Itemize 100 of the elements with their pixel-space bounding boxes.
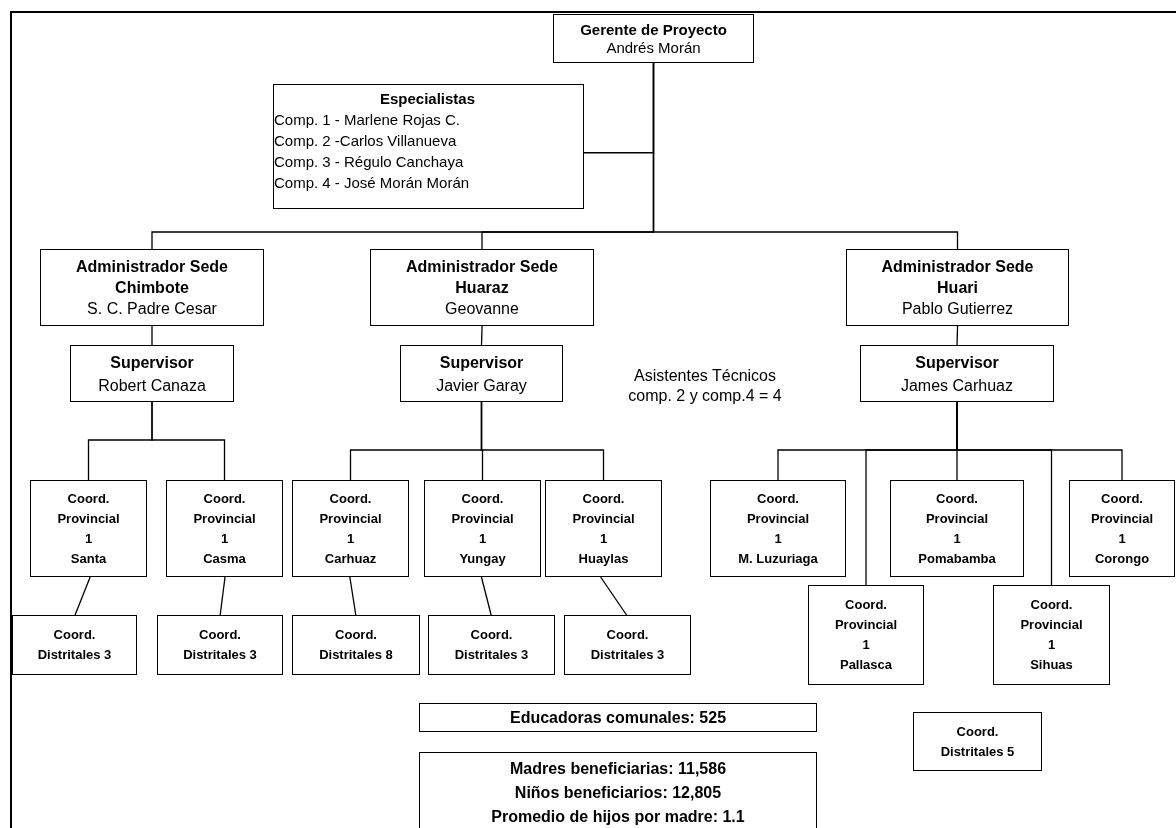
stats-box xyxy=(166,480,283,577)
note-text: Asistentes Técnicos comp. 2 y comp.4 = 4 xyxy=(627,366,783,406)
stats-box xyxy=(292,480,409,577)
box-heading: Administrador Sede Huaraz xyxy=(405,257,559,298)
org-box xyxy=(400,345,563,402)
box-text: Santa xyxy=(70,549,107,568)
box-text: Distritales 3 xyxy=(183,646,257,664)
box-text: Promedio de hijos por madre: 1.1 xyxy=(491,807,745,827)
box-text: Coord. xyxy=(845,596,887,614)
box-text: Coord. xyxy=(606,626,649,644)
org-box xyxy=(846,249,1069,326)
connector-line xyxy=(151,401,226,481)
box-text: Distritales 3 xyxy=(590,646,665,664)
box-text: Corongo xyxy=(1094,549,1150,568)
stats-box xyxy=(12,615,137,675)
stats-box xyxy=(545,480,662,577)
box-text: Provincial xyxy=(193,509,256,528)
stats-box xyxy=(157,615,283,675)
box-heading: Administrador Sede Huari xyxy=(880,257,1035,298)
box-text: Coord. xyxy=(461,489,504,508)
stats-box xyxy=(428,615,555,675)
box-text: Educadoras comunales: 525 xyxy=(509,707,727,728)
box-text: Huaylas xyxy=(578,549,629,568)
box-text: Coord. xyxy=(199,626,241,644)
box-text: Comp. 4 - José Morán Morán xyxy=(274,173,471,193)
box-text: Pomabamba xyxy=(918,549,996,568)
box-text: 1 xyxy=(1047,636,1056,654)
box-heading: Supervisor xyxy=(110,352,194,373)
connector-line xyxy=(652,62,959,250)
stats-box xyxy=(890,480,1024,577)
stats-box xyxy=(1069,480,1175,577)
box-text: 1 xyxy=(862,636,870,654)
stats-box xyxy=(424,480,541,577)
stats-box xyxy=(808,585,924,685)
org-box xyxy=(370,249,594,326)
box-text: Distritales 3 xyxy=(454,646,529,664)
box-heading: Administrador Sede Chimbote xyxy=(75,257,229,298)
box-text: Coord. xyxy=(67,489,110,508)
box-text: M. Luzuriaga xyxy=(738,549,818,568)
box-text: Madres beneficiarias: 11,586 xyxy=(509,759,727,779)
box-text: Niños beneficiarios: 12,805 xyxy=(514,783,722,803)
box-text: Coord. xyxy=(203,489,246,508)
box-text: 1 xyxy=(599,529,608,548)
connector-line xyxy=(956,401,1123,481)
box-heading: Especialistas xyxy=(378,89,477,109)
stats-box xyxy=(419,752,817,828)
box-text: Comp. 2 -Carlos Villanueva xyxy=(274,131,458,151)
box-text: Provincial xyxy=(57,509,120,528)
org-box xyxy=(860,345,1054,402)
box-heading: Gerente de Proyecto xyxy=(580,20,727,39)
stats-box xyxy=(419,703,817,732)
box-text: 1 xyxy=(84,529,93,548)
box-text: Provincial xyxy=(746,509,810,528)
box-text: Pallasca xyxy=(839,656,892,674)
box-text: Comp. 1 - Marlene Rojas C. xyxy=(274,110,461,130)
box-text: Comp. 3 - Régulo Canchaya xyxy=(274,152,465,172)
box-text: Andrés Morán xyxy=(606,38,701,57)
stats-box xyxy=(30,480,147,577)
stats-box xyxy=(292,615,420,675)
box-text: Geovanne xyxy=(445,299,519,319)
box-text: Robert Canaza xyxy=(98,375,206,396)
connector-line xyxy=(480,325,483,346)
box-text: Provincial xyxy=(834,616,898,634)
connector-line xyxy=(151,325,153,346)
box-text: Coord. xyxy=(956,722,999,741)
box-text: 1 xyxy=(774,529,782,548)
box-text: Provincial xyxy=(925,509,989,528)
box-text: James Carhuaz xyxy=(900,375,1013,396)
connector-line xyxy=(219,576,226,616)
connector-line xyxy=(956,325,959,346)
box-text: Distritales 3 xyxy=(37,646,112,664)
stats-box xyxy=(993,585,1110,685)
box-text: Coord. xyxy=(329,489,372,508)
box-text: Pablo Gutierrez xyxy=(901,299,1014,319)
box-text: Coord. xyxy=(1030,596,1073,614)
org-box xyxy=(553,14,754,63)
box-text: Coord. xyxy=(582,489,625,508)
box-text: Coord. xyxy=(757,489,799,508)
connector-line xyxy=(349,576,357,616)
box-text: Yungay xyxy=(459,549,506,568)
org-box xyxy=(70,345,234,402)
box-text: Coord. xyxy=(1101,489,1143,508)
box-text: Coord. xyxy=(936,489,978,508)
box-heading: Supervisor xyxy=(439,352,524,373)
connector-line xyxy=(480,401,605,481)
box-text: 1 xyxy=(1118,529,1126,548)
stats-box xyxy=(710,480,846,577)
box-text: 1 xyxy=(220,529,229,548)
box-text: 1 xyxy=(478,529,487,548)
box-text: Distritales 8 xyxy=(319,646,393,664)
box-text: Carhuaz xyxy=(324,549,377,568)
box-text: S. C. Padre Cesar xyxy=(87,299,217,319)
connector-line xyxy=(480,576,492,616)
box-text: Javier Garay xyxy=(436,375,527,396)
box-text: Coord. xyxy=(53,626,96,644)
box-text: Coord. xyxy=(335,626,377,644)
box-text: 1 xyxy=(346,529,355,548)
box-text: Casma xyxy=(203,549,246,568)
box-text: Provincial xyxy=(1020,616,1083,634)
stats-box xyxy=(564,615,691,675)
